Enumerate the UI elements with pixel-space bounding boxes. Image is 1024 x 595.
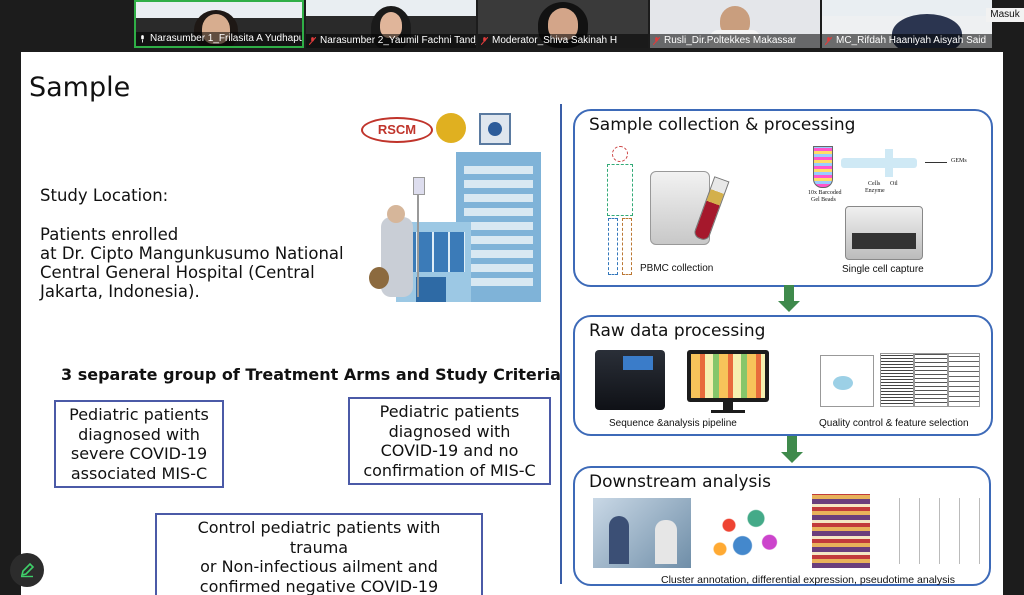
body-figure-icon [600,146,640,275]
arm2-line: confirmation of MIS-C [363,460,536,480]
label-enzyme: Enzyme [865,188,885,194]
panel-raw-data: Raw data processing Sequence &analysis p… [573,315,993,436]
patients-line-1: Patients enrolled [40,225,179,244]
mic-muted-icon [309,37,316,45]
violin-plot-thumb [880,353,914,407]
caption-downstream: Cluster annotation, differential express… [661,574,955,586]
patients-line-3: Central General Hospital (Central [40,263,315,282]
sequencer-icon [595,350,665,410]
mic-muted-icon [653,37,660,45]
arm1-line: diagnosed with [78,424,200,444]
single-cell-device-icon [845,206,923,260]
label-gems: GEMs [951,158,967,164]
mic-muted-icon [481,37,488,45]
heatmap-thumb [812,494,870,568]
participant-name: Narasumber 2_Yaumil Fachni Tandju... [306,34,476,48]
arm2-line: Pediatric patients [379,402,520,421]
arm1-line: severe COVID-19 [70,444,208,463]
tsne-plot-thumb [702,498,792,566]
arm3-line: or Non-infectious ailment and [200,557,438,576]
arm-box-mis-c: Pediatric patients diagnosed with severe… [54,400,224,488]
mic-muted-icon [825,37,832,45]
participant-tile[interactable]: Moderator_Shiva Sakinah H [478,0,648,48]
mic-icon [141,35,144,43]
arm3-line: trauma [289,537,349,557]
arm3-line: confirmed negative COVID-19 [199,576,439,595]
shared-slide: Sample RSCM Study Location: Patients enr… [21,52,1003,595]
label-beads2: Gel Beads [811,197,836,203]
arm1-line: associated MIS-C [70,463,208,483]
caption-qc: Quality control & feature selection [819,418,969,429]
annotate-button[interactable] [10,553,44,587]
flow-arrow-icon [778,285,800,312]
arm2-line: COVID-19 and no [380,441,519,460]
arm3-line: Control pediatric patients with [197,518,441,537]
participant-tile[interactable]: Narasumber 1_Frilasita A Yudhaputri [134,0,304,48]
label-cells: Cells [868,181,881,187]
participant-tile[interactable]: Rusli_Dir.Poltekkes Makassar [650,0,820,48]
pseudotime-plot-thumb [880,498,980,564]
violin-plot-thumb [948,353,980,407]
patients-line-4: Jakarta, Indonesia). [40,282,200,301]
monitor-icon [687,350,769,402]
caption-sequence: Sequence &analysis pipeline [609,418,737,429]
participant-name: Rusli_Dir.Poltekkes Makassar [650,34,820,48]
lab-photo [593,498,691,568]
label-beads: 10x Barcoded [808,190,842,196]
scatter-plot-thumb [820,355,874,407]
arm-box-control: Control pediatric patients with trauma o… [155,513,483,595]
medical-cross-icon [479,113,511,145]
panel-downstream: Downstream analysis Cluster annotation, … [573,466,991,586]
arm-box-covid-no-mis-c: Pediatric patients diagnosed with COVID-… [348,397,551,485]
arms-heading: 3 separate group of Treatment Arms and S… [61,365,561,384]
flow-arrow-icon [781,436,803,463]
panel-title: Sample collection & processing [589,115,856,135]
pencil-icon [20,562,35,578]
participant-name: Moderator_Shiva Sakinah H [478,34,648,48]
slide-divider [560,104,562,584]
participant-name: Narasumber 1_Frilasita A Yudhaputri [136,32,302,46]
label-oil: Oil [890,181,898,187]
panel-title: Downstream analysis [589,472,771,492]
study-location-label: Study Location: [40,186,169,205]
arm2-line: diagnosed with [388,421,511,441]
panel-sample-collection: Sample collection & processing PBMC coll… [573,109,993,287]
microfluidic-channel [841,158,917,168]
participant-name: MC_Rifdah Haaniyah Aisyah Said [822,34,992,48]
university-seal-icon [436,113,466,143]
participant-tile[interactable]: Narasumber 2_Yaumil Fachni Tandju... [306,0,476,48]
panel-title: Raw data processing [589,321,766,341]
caption-single-cell: Single cell capture [842,264,924,275]
caption-pbmc: PBMC collection [640,263,714,274]
violin-plot-thumb [914,353,948,407]
patients-line-2: at Dr. Cipto Mangunkusumo National [40,244,344,263]
arm1-line: Pediatric patients [69,405,209,424]
join-button[interactable]: Masuk [986,8,1024,22]
slide-title: Sample [29,72,131,103]
barcoded-beads-tube [813,146,833,188]
participant-tile[interactable]: MC_Rifdah Haaniyah Aisyah Said [822,0,992,48]
rscm-logo: RSCM [361,117,433,143]
hospital-illustration: RSCM [361,107,551,307]
